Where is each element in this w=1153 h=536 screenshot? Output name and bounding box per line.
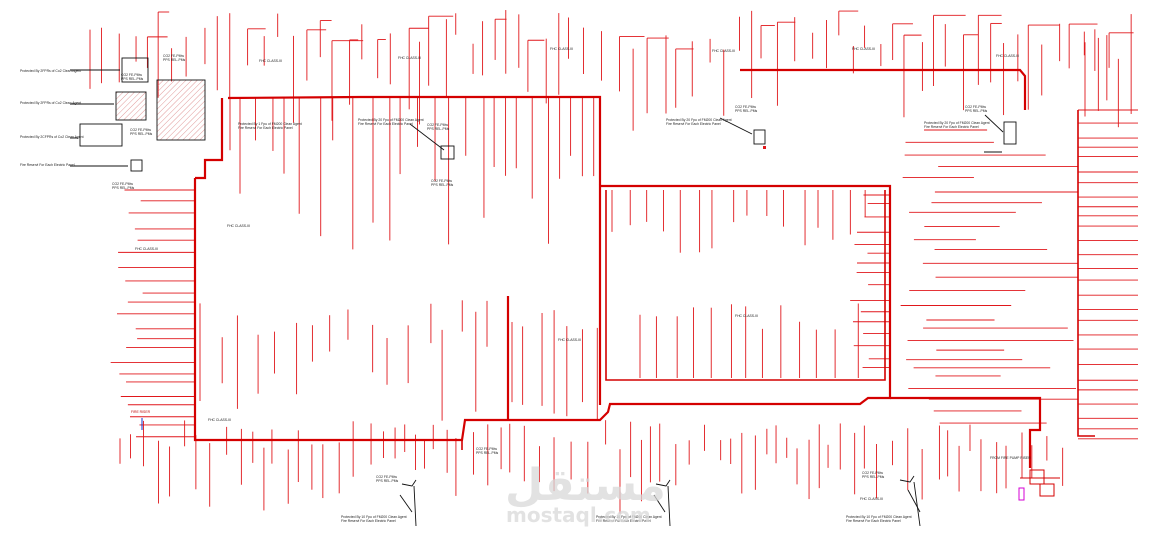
- leader-line: [399, 494, 413, 513]
- fm200-box-center: [753, 129, 766, 145]
- co2-label: CO2 FE-PMw: [431, 179, 452, 183]
- co2-label: PPS REL-PMs: [427, 127, 450, 131]
- co2-label: PPS REL-PMs: [376, 479, 399, 483]
- fhc-label: FHC CLASS-III: [852, 47, 875, 51]
- leader-line: [413, 481, 921, 527]
- co2-label: PPS REL-PMs: [431, 183, 454, 187]
- co2-label: PPS REL-PMs: [476, 451, 499, 455]
- co2-label: CO2 FE-PMw: [121, 73, 142, 77]
- co2-label: CO2 FE-PMw: [427, 123, 448, 127]
- protection-note: Protected By 10 Fpu of FM200 Clean Agent: [846, 515, 912, 519]
- leader-line: [409, 123, 445, 151]
- main-pipe-loops: [193, 68, 1095, 468]
- co2-label: CO2 FE-PMw: [476, 447, 497, 451]
- co2-label: PPS REL-PMs: [121, 77, 144, 81]
- co2-label: CO2 FE-PMw: [735, 105, 756, 109]
- co2-label: CO2 FE-PMw: [112, 182, 133, 186]
- annotation-labels: FHC CLASS-III FHC CLASS-III FHC CLASS-II…: [20, 47, 1031, 523]
- co2-label: CO2 FE-PMw: [862, 471, 883, 475]
- fhc-label: FHC CLASS-III: [398, 56, 421, 60]
- fire-reserve-note: Fire Reservl For Each Electric Panel: [20, 163, 75, 167]
- co2-cylinder-box-2: [115, 91, 147, 121]
- protection-note: Protected By 20 Fpu of FM200 Clean Agent: [924, 121, 990, 125]
- fhc-label: FHC CLASS-III: [996, 54, 1019, 58]
- protection-note: Fire Reservl For Each Electric Panel: [238, 126, 293, 130]
- co2-label: CO2 FE-PMw: [130, 128, 151, 132]
- co2-label: CO2 FE-PMw: [376, 475, 397, 479]
- main-riser-left: [195, 98, 224, 180]
- leader-line: [984, 114, 1004, 133]
- protection-note: Protected By 2FPRs of Co2 Clean Agent: [20, 69, 81, 73]
- fhc-label: FHC CLASS-III: [712, 49, 735, 53]
- fhc-label: FHC CLASS-III: [860, 497, 883, 501]
- protection-note: Protected By 10 Fpu of FM200 Clean Agent: [341, 515, 407, 519]
- fm200-box-right: [1003, 121, 1017, 145]
- protection-note: Protected By 20 Fpu of FM200 Clean Agent: [358, 118, 424, 122]
- valve-magenta-icon: [1018, 487, 1025, 501]
- fm200-box-top: [440, 145, 455, 160]
- protection-note: Fire Reservl For Each Electric Panel: [666, 122, 721, 126]
- co2-label: CO2 FE-PMw: [163, 54, 184, 58]
- watermark-arabic: مستقل: [505, 460, 666, 511]
- main-header-top: [227, 95, 602, 185]
- protection-note: Fire Reservl For Each Electric Panel: [358, 122, 413, 126]
- fire-reserve-box: [130, 159, 143, 172]
- fhc-label: FHC CLASS-III: [135, 247, 158, 251]
- co2-label: PPS REL-PMs: [735, 109, 758, 113]
- protection-note: Fire Reservl For Each Electric Panel: [596, 519, 651, 523]
- co2-label: PPS REL-PMs: [965, 109, 988, 113]
- leader-line: [653, 494, 666, 513]
- fhc-label: FHC CLASS-III: [208, 418, 231, 422]
- co2-room-large: [156, 79, 206, 141]
- co2-label: PPS REL-PMs: [163, 58, 186, 62]
- main-header-upper-right: [740, 68, 1027, 110]
- protection-note: Protected By 1 Fpu of FM200 Clean Agent: [238, 122, 302, 126]
- main-loop-right: [890, 396, 1042, 468]
- main-east-header: [1077, 110, 1095, 437]
- fhc-label: FHC CLASS-III: [558, 338, 581, 342]
- leader-line: [401, 475, 915, 487]
- co2-label: PPS REL-PMs: [112, 186, 135, 190]
- leader-line: [719, 117, 753, 135]
- co2-label: PPS REL-PMs: [862, 475, 885, 479]
- protection-note: Fire Reservl For Each Electric Panel: [846, 519, 901, 523]
- main-inner-rect: [605, 190, 886, 381]
- protection-note: Protected By 20 Fpu of FM200 Clean Agent: [666, 118, 732, 122]
- protection-note: Protected By 2FPRs of Co2 Clean Agent: [20, 101, 81, 105]
- valve-cluster-icon: [1020, 469, 1060, 497]
- main-loop-left: [193, 178, 892, 442]
- co2-label: PPS REL-PMs: [130, 132, 153, 136]
- fhc-label: FHC CLASS-III: [259, 59, 282, 63]
- riser-marker-red: [763, 146, 766, 149]
- fhc-label: FHC CLASS-III: [735, 314, 758, 318]
- riser-note-red: FIRE RISER: [131, 410, 151, 414]
- protection-note: Fire Reservl For Each Electric Panel: [341, 519, 396, 523]
- co2-cylinder-box-3: [79, 123, 123, 147]
- watermark-latin: mostaql.com: [506, 503, 651, 527]
- fhc-label: FHC CLASS-III: [550, 47, 573, 51]
- protection-note: Protected By 10 Fpu of FM200 Clean Agent: [596, 515, 662, 519]
- protection-note: Fire Reservl For Each Electric Panel: [924, 125, 979, 129]
- branch-pipe-network: [89, 10, 1138, 514]
- co2-label: CO2 FE-PMw: [965, 105, 986, 109]
- fhc-label: FHC CLASS-III: [227, 224, 250, 228]
- watermark: مستقل mostaql.com: [505, 460, 666, 527]
- co2-cylinder-box-1: [121, 57, 149, 83]
- protection-note: Protected By 2CFPRs of Co2 Clean Agent: [20, 135, 84, 139]
- riser-note: FROM FIRE PUMP RISER: [990, 456, 1031, 460]
- equipment-group: [70, 57, 1017, 527]
- leader-line: [907, 489, 921, 513]
